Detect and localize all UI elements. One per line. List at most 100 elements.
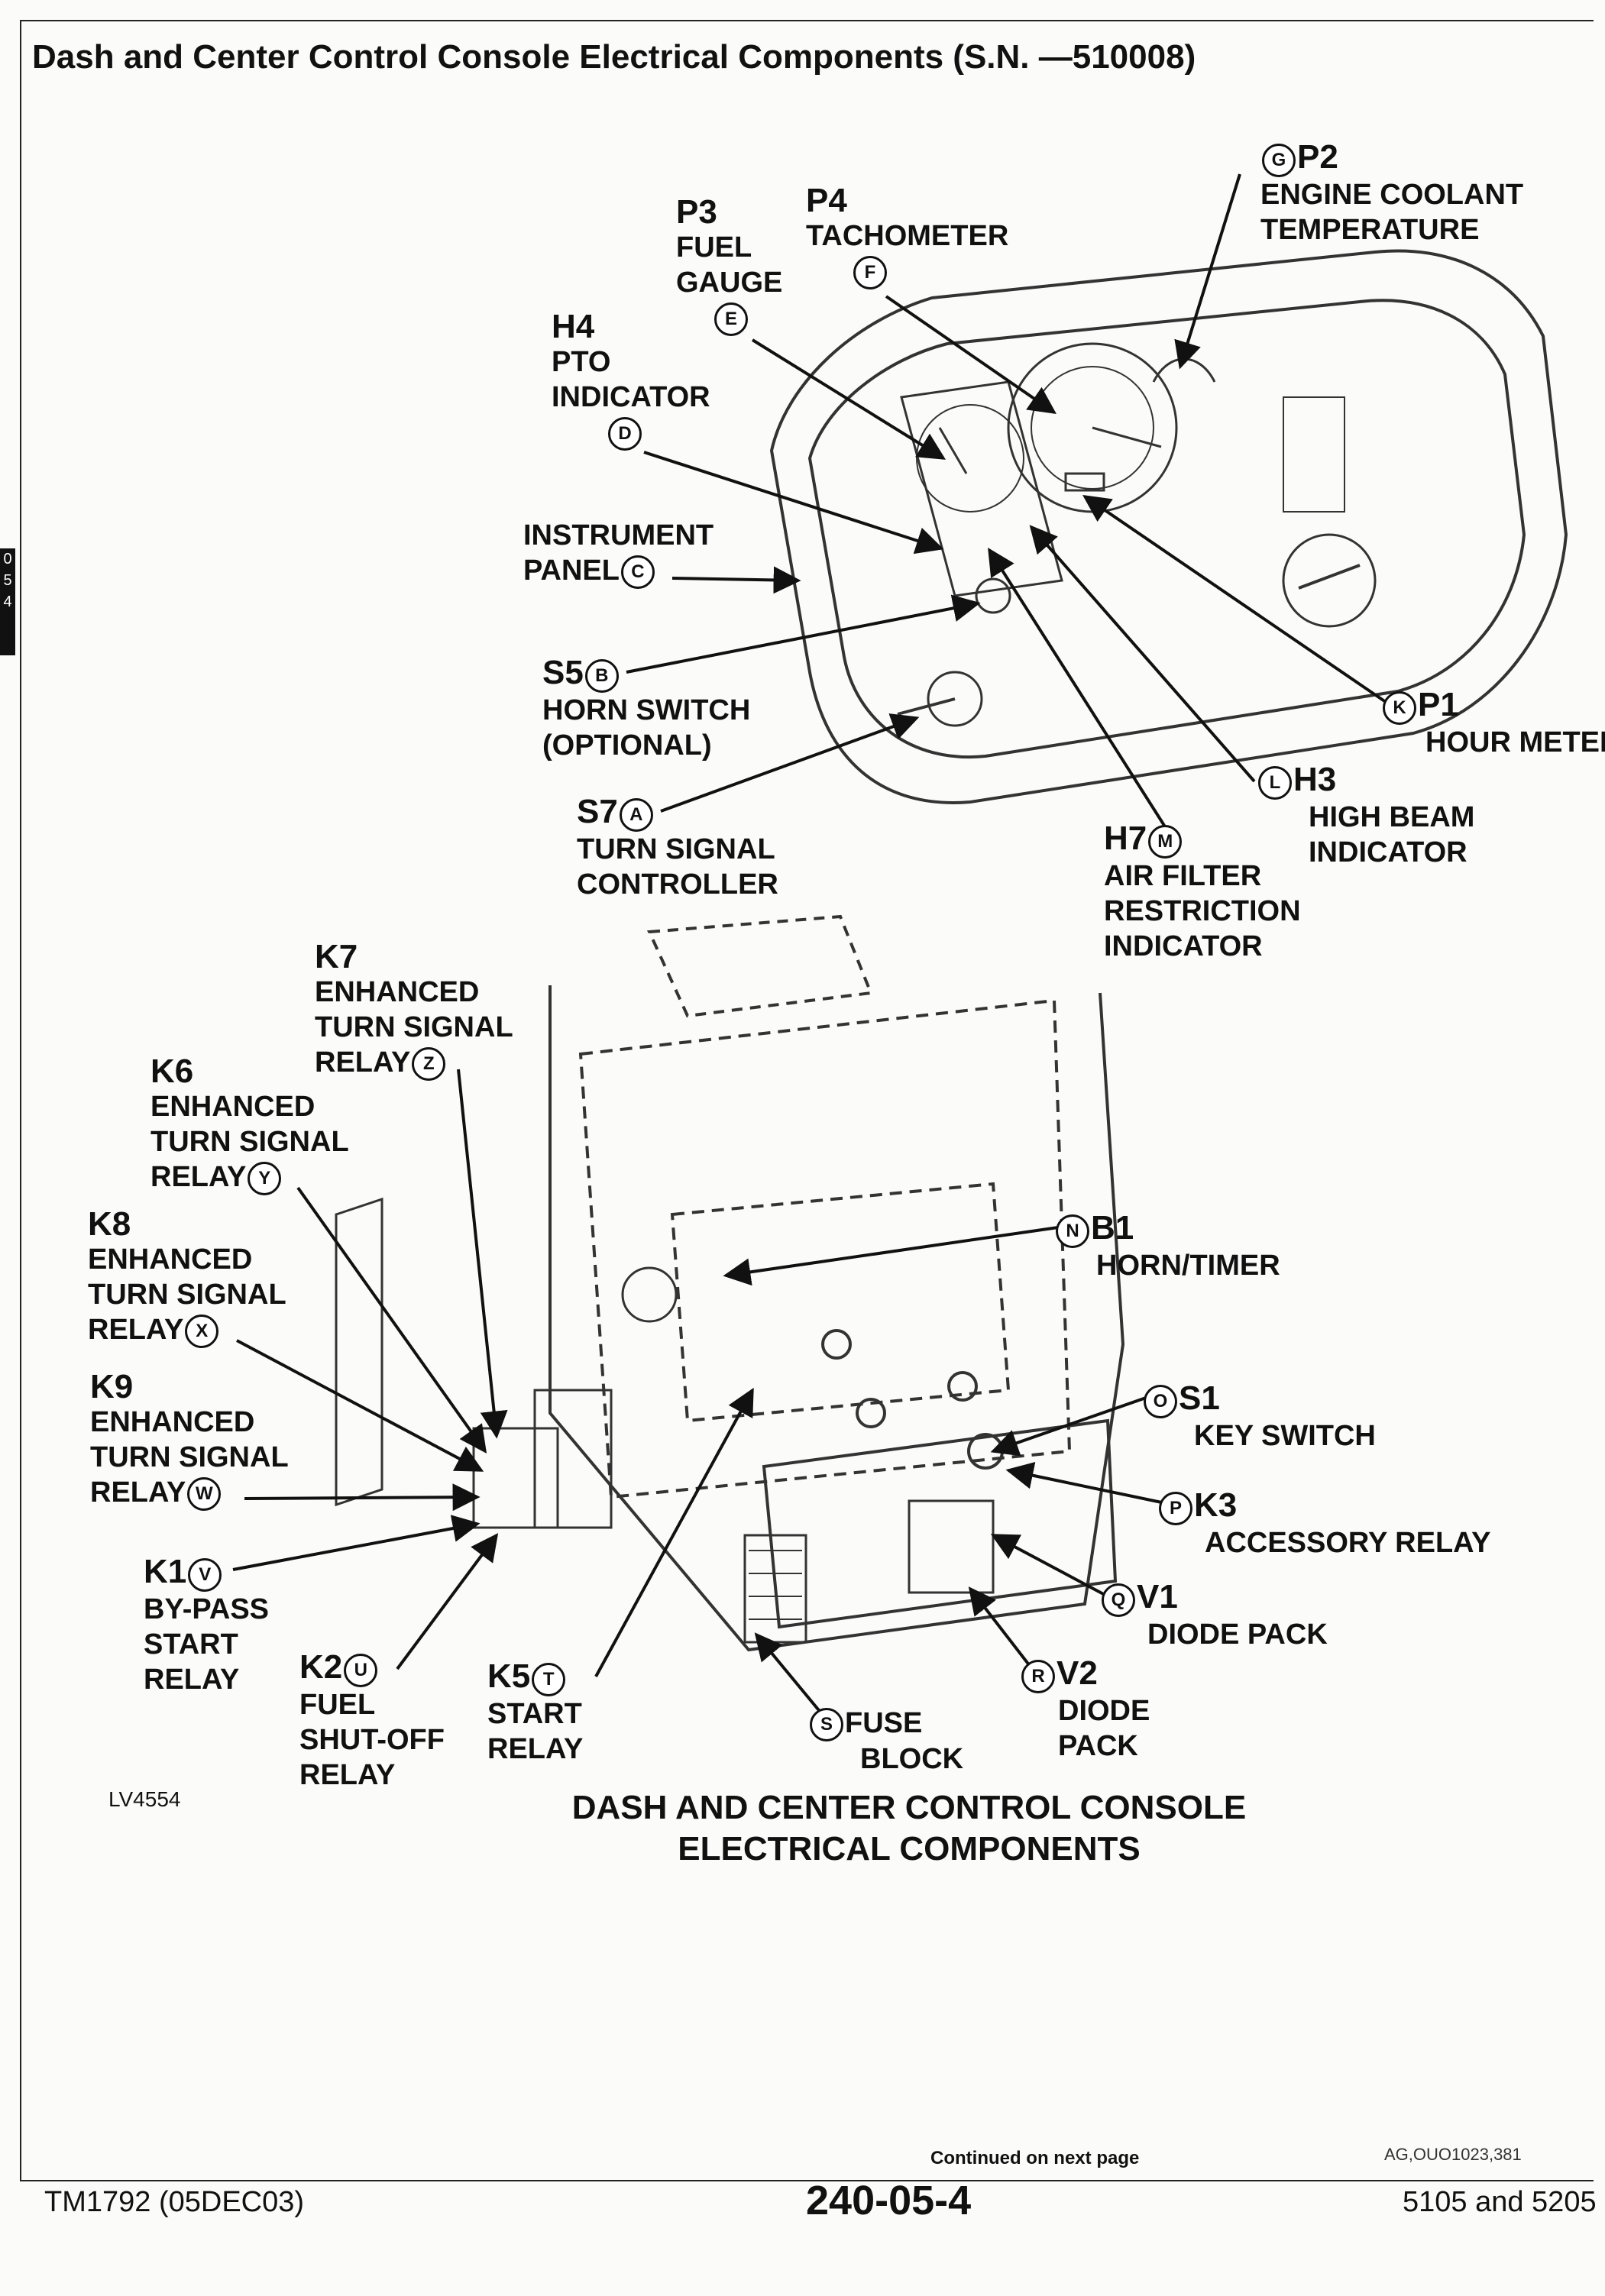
component-description: HORN/TIMER	[1096, 1249, 1280, 1282]
figure-id: LV4554	[108, 1787, 181, 1811]
component-description: SHUT-OFF	[299, 1723, 445, 1756]
component-description: ENHANCED	[90, 1406, 255, 1438]
component-description: PACK	[1058, 1729, 1138, 1762]
component-description: CONTROLLER	[577, 868, 778, 901]
callout-letter-m: M	[1148, 824, 1183, 859]
page-frame-left	[20, 20, 21, 2181]
component-description: TEMPERATURE	[1260, 213, 1480, 246]
callout-letter-l: L	[1258, 765, 1292, 800]
callout-letter-n: N	[1056, 1214, 1089, 1248]
component-description: START	[487, 1697, 582, 1730]
callout-letter-w: W	[187, 1476, 222, 1511]
component-description: INDICATOR	[1309, 836, 1467, 868]
callout-letter-t: T	[532, 1662, 566, 1696]
component-description: TURN SIGNAL	[88, 1279, 286, 1311]
model-reference: 5105 and 5205	[1403, 2186, 1597, 2218]
callout-letter-q: Q	[1102, 1583, 1135, 1617]
callout-e: P3 FUEL GAUGE E	[676, 195, 782, 336]
component-code: K3	[1194, 1486, 1238, 1524]
component-description: DIODE PACK	[1147, 1618, 1328, 1651]
page-frame-top	[20, 20, 1594, 21]
component-description: TURN SIGNAL	[315, 1011, 513, 1043]
component-code: B1	[1091, 1209, 1134, 1247]
callout-d: H4 PTO INDICATOR D	[552, 309, 710, 451]
component-description: INSTRUMENT	[523, 519, 714, 551]
component-description: DIODE	[1058, 1694, 1150, 1727]
component-description: RELAY	[315, 1046, 411, 1078]
page-title: Dash and Center Control Console Electric…	[32, 38, 1196, 76]
component-description: TURN SIGNAL	[150, 1126, 349, 1158]
component-description: FUEL	[676, 231, 752, 264]
component-description: PTO	[552, 346, 611, 378]
component-description: ACCESSORY RELAY	[1205, 1526, 1491, 1559]
component-code: K9	[90, 1368, 134, 1405]
component-code: S1	[1179, 1379, 1220, 1417]
callout-letter-e: E	[714, 302, 748, 336]
component-description: BY-PASS	[144, 1593, 270, 1625]
component-code: K1	[144, 1553, 187, 1590]
callout-letter-f: F	[853, 255, 887, 289]
component-code: P4	[806, 182, 847, 219]
component-description: GAUGE	[676, 267, 783, 299]
figure-caption: DASH AND CENTER CONTROL CONSOLE ELECTRIC…	[489, 1787, 1329, 1870]
component-code: K5	[487, 1657, 531, 1695]
callout-f: P4 TACHOMETER F	[806, 183, 1008, 289]
callout-leaders	[232, 173, 1400, 1724]
component-description: ENGINE COOLANT	[1260, 178, 1524, 211]
component-description: INDICATOR	[552, 381, 710, 413]
component-description: INDICATOR	[1104, 930, 1263, 962]
component-description: BLOCK	[860, 1742, 964, 1775]
component-code: H4	[552, 308, 595, 345]
callout-letter-c: C	[620, 555, 655, 589]
section-tab: 0 5 4	[0, 548, 15, 655]
component-code: K8	[88, 1205, 131, 1243]
component-description: ENHANCED	[315, 976, 480, 1008]
figure-caption-line: DASH AND CENTER CONTROL CONSOLE	[571, 1789, 1247, 1826]
callout-letter-g: G	[1262, 143, 1296, 177]
component-code: H3	[1293, 761, 1337, 798]
section-tab-digit: 4	[3, 593, 12, 610]
component-code: P3	[676, 193, 717, 231]
component-description: PANEL	[523, 555, 620, 587]
callout-letter-b: B	[584, 658, 619, 693]
callout-letter-p: P	[1159, 1491, 1192, 1525]
component-description: KEY SWITCH	[1194, 1419, 1376, 1452]
console-frame-drawing	[335, 914, 1125, 1652]
component-description: ENHANCED	[88, 1243, 253, 1276]
component-description: HORN SWITCH	[542, 694, 751, 726]
component-description: FUEL	[299, 1688, 376, 1721]
callout-letter-u: U	[344, 1653, 378, 1687]
callout-letter-k: K	[1383, 690, 1416, 725]
callout-letter-y: Y	[248, 1161, 282, 1195]
callout-letter-v: V	[188, 1557, 222, 1592]
callout-letter-o: O	[1144, 1384, 1177, 1418]
callout-letter-d: D	[608, 416, 642, 451]
continued-note: Continued on next page	[930, 2148, 1140, 2168]
component-code: S5	[542, 654, 584, 691]
component-code: K2	[299, 1648, 343, 1686]
component-code: S7	[577, 793, 618, 830]
figure-caption-line: ELECTRICAL COMPONENTS	[678, 1830, 1141, 1868]
callout-letter-x: X	[185, 1314, 219, 1348]
callout-letter-r: R	[1021, 1659, 1055, 1693]
component-description: RELAY	[299, 1758, 396, 1791]
component-description: TACHOMETER	[806, 220, 1009, 252]
component-code: P1	[1418, 686, 1459, 723]
component-description: AIR FILTER	[1104, 859, 1262, 892]
component-code: P2	[1297, 138, 1338, 176]
